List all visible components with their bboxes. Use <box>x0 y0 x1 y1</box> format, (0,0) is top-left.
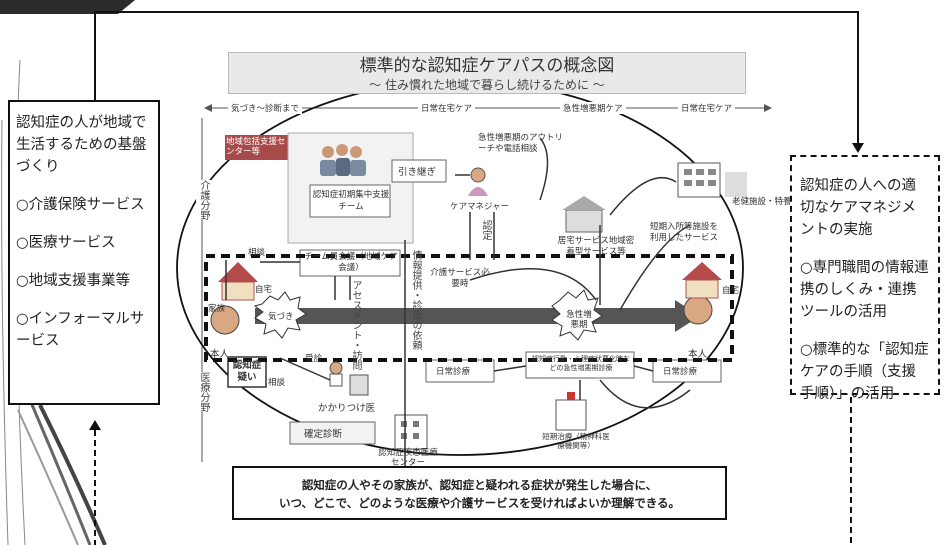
phase-label: 日常在宅ケア <box>418 102 476 114</box>
hospital-icon <box>555 392 587 431</box>
left-box-item: ○インフォーマルサービス <box>16 311 145 349</box>
right-box-heading: 認知症の人への適切なケアマネジメントの実施 <box>800 178 916 238</box>
arrowhead-down <box>852 143 864 153</box>
house-icon-right <box>682 262 722 299</box>
left-box-heading: 認知症の人が地域で生活するための基盤づくり <box>16 115 147 175</box>
gp-label: かかりつけ医 <box>318 403 376 414</box>
decorative-dark-lines <box>17 399 107 545</box>
diagnosis-label: 確定診断 <box>304 429 343 440</box>
center-label-bg <box>225 135 288 160</box>
arrowhead-up <box>89 420 101 430</box>
family-label: 家族 <box>208 304 226 314</box>
diagnosis-box <box>289 421 376 445</box>
corner-decoration <box>0 0 135 14</box>
bpsd-label: 認知症行動・心理症状悪化時などの急性増悪期診療 <box>532 355 630 372</box>
person-face-left <box>210 305 240 335</box>
top-connector-line <box>94 11 859 145</box>
medical-field-label: 医療分野 <box>196 372 211 412</box>
house-icon-left <box>218 262 258 301</box>
disease-center-icon <box>394 414 428 450</box>
diagram-title: 標準的な認知症ケアパスの概念図 ～ 住み慣れた地域で暮らし続けるために ～ <box>228 52 746 94</box>
awareness-burst <box>253 291 307 339</box>
consult-label-medical: 相談 <box>268 378 286 388</box>
title-main: 標準的な認知症ケアパスの概念図 <box>359 56 615 76</box>
outreach-label: 急性増悪期のアウトリーチや電話相談 <box>478 133 564 154</box>
connector-arrows <box>225 137 691 470</box>
daily-care-label-2: 日常診療 <box>663 367 698 377</box>
suspect-label: 認知症疑い <box>232 360 262 383</box>
team-people-icon <box>320 144 366 176</box>
visit-label: 受診 <box>305 354 323 364</box>
assessment-label: アセスメント・訪問 <box>350 280 361 370</box>
care-field-label: 介護分野 <box>196 180 211 220</box>
phase-label: 気づき～診断まで <box>228 102 303 114</box>
acute-burst <box>551 289 603 341</box>
left-info-box: 認知症の人が地域で生活するための基盤づくり ○介護保険サービス ○医療サービス … <box>8 100 160 405</box>
acute-label: 急性増悪期 <box>566 310 592 330</box>
home-service-label: 居宅サービス地域密着型サービス等 <box>557 236 635 257</box>
certify-label: 認定 <box>480 220 491 240</box>
care-manager-label: ケアマネジャー <box>450 202 510 212</box>
person-label-left: 本人 <box>210 349 230 360</box>
right-box-item: ○専門職間の情報連携のしくみ・連携ツールの活用 <box>800 260 929 320</box>
home-label-left: 自宅 <box>255 285 273 295</box>
care-manager-icon <box>468 167 488 196</box>
awareness-label: 気づき <box>268 312 294 322</box>
left-box-item: ○介護保険サービス <box>16 197 145 213</box>
bottom-summary-box: 認知症の人やその家族が、認知症と疑われる症状が発生した場合に、 いつ、どこで、ど… <box>232 466 727 520</box>
short-hosp-label: 短期治療（精神科医療機関等） <box>542 432 610 450</box>
left-box-item: ○医療サービス <box>16 235 116 251</box>
daily-care-label-1: 日常診療 <box>436 367 471 377</box>
meeting-label: チーム員会議（地域ケア会議） <box>304 252 398 273</box>
home-service-icon <box>562 196 606 233</box>
phase-label: 急性増悪期ケア <box>560 102 626 114</box>
disease-center-label: 認知症疾患医療センター <box>378 448 438 468</box>
short-stay-label: 短期入所等施設を利用したサービス <box>650 222 719 243</box>
title-sub: ～ 住み慣れた地域で暮らし続けるために ～ <box>369 78 605 92</box>
person-label-right: 本人 <box>688 349 708 360</box>
phase-arrow-right <box>764 104 772 112</box>
handover-box <box>391 159 447 183</box>
info-label: 情報提供・診療の依頼 <box>410 250 421 350</box>
bottom-box-line: いつ、どこで、どのような医療や介護サービスを受ければよいか理解できる。 <box>278 496 680 510</box>
facility-label: 老健施設・特養等 <box>732 197 801 207</box>
need-label: 介護サービス必要時 <box>430 268 490 289</box>
phase-arrow-left <box>204 104 212 112</box>
bpsd-box <box>525 351 635 379</box>
consult-label: 相談 <box>248 248 266 258</box>
phase-label: 日常在宅ケア <box>678 102 736 114</box>
team-label: 認知症初期集中支援チーム <box>312 190 390 212</box>
bottom-box-line: 認知症の人やその家族が、認知症と疑われる症状が発生した場合に、 <box>301 478 658 492</box>
center-label: 地域包括支援センター等 <box>226 137 286 157</box>
team-box <box>309 184 391 218</box>
facility-building-icon <box>677 162 747 198</box>
main-path-bar <box>255 308 675 324</box>
left-box-item: ○地域支援事業等 <box>16 273 131 289</box>
dotted-highlight <box>204 254 734 362</box>
home-label-right: 自宅 <box>722 286 740 296</box>
person-face-right <box>683 295 713 325</box>
right-info-box: 認知症の人への適切なケアマネジメントの実施 ○専門職間の情報連携のしくみ・連携ツ… <box>790 155 940 402</box>
handover-label: 引き継ぎ <box>398 167 437 178</box>
right-box-item: ○標準的な「認知症ケアの手順（支援手順）」の活用 <box>800 342 929 402</box>
doctor-icon <box>329 361 369 396</box>
